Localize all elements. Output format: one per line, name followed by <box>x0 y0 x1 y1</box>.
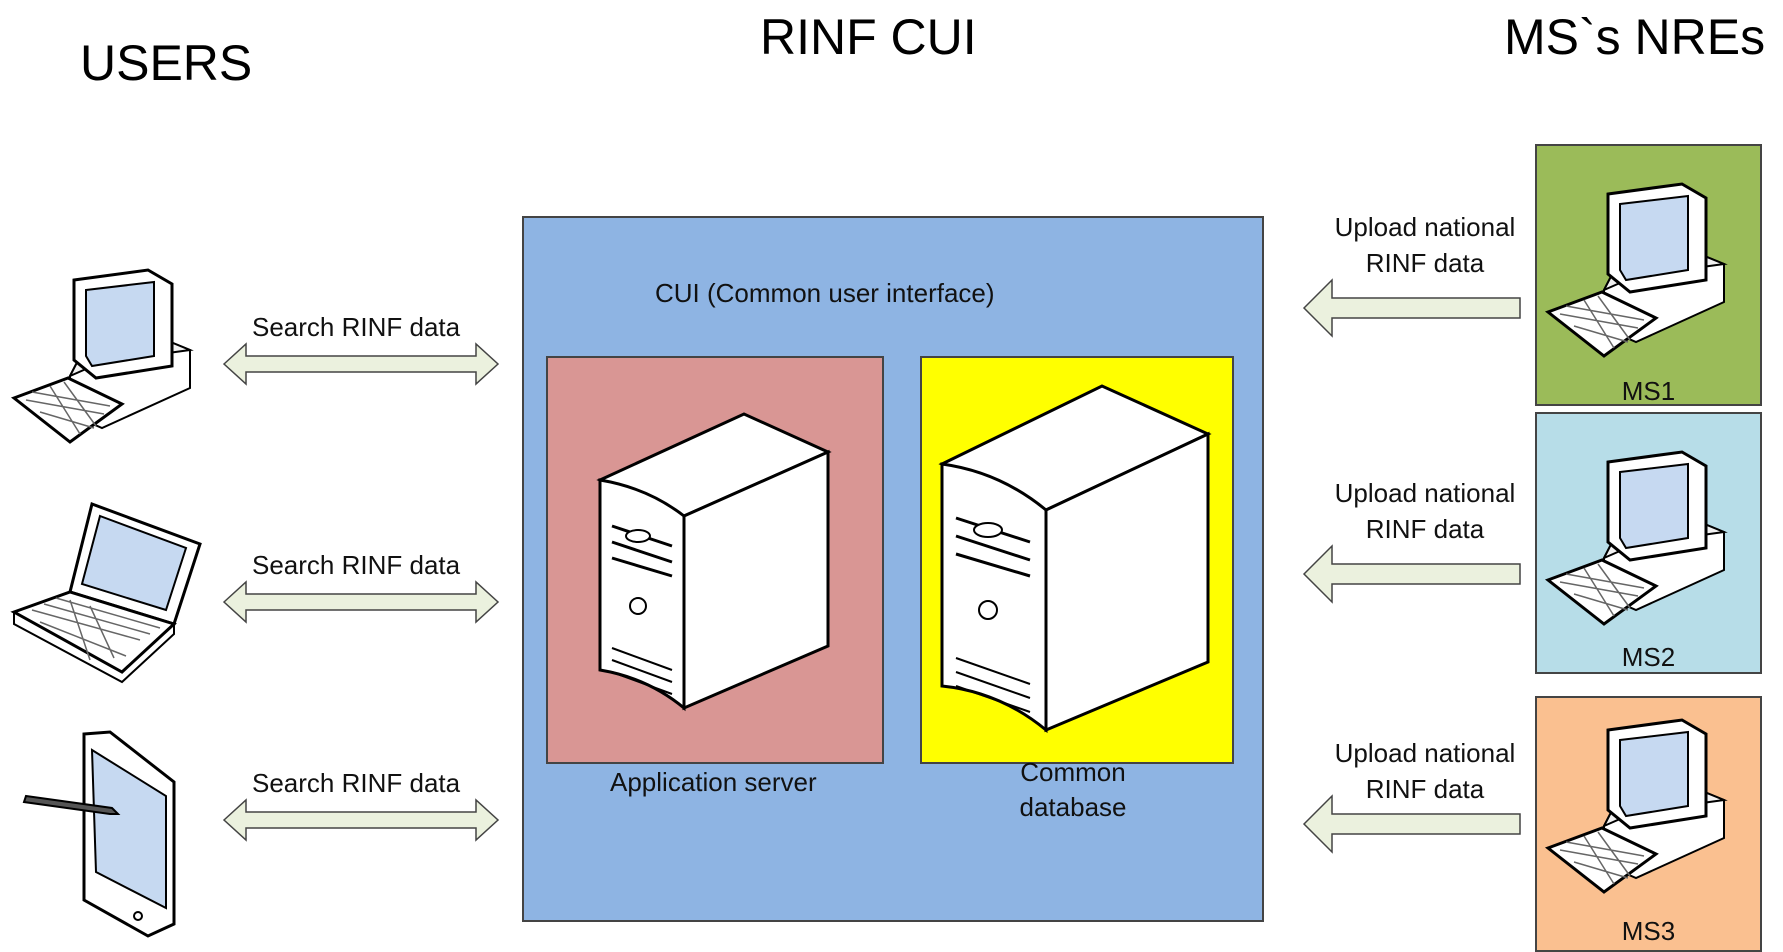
user-link-arrow-3 <box>222 798 500 842</box>
upload-label-ms1-line1: Upload national <box>1334 212 1516 242</box>
upload-label-ms3-line2: RINF data <box>1365 774 1485 804</box>
upload-label-ms2-line2: RINF data <box>1365 514 1485 544</box>
ms-nres-heading: MS`s NREs <box>1504 9 1766 65</box>
upload-arrow-ms3 <box>1302 794 1521 854</box>
users-heading: USERS <box>80 35 253 91</box>
application-server-icon <box>596 412 832 712</box>
user-link-arrow-2 <box>222 580 500 624</box>
user-link-label-1: Search RINF data <box>252 312 461 342</box>
upload-label-ms3-line1: Upload national <box>1334 738 1516 768</box>
laptop-icon <box>10 502 202 684</box>
application-server-label: Application server <box>610 767 817 797</box>
user-link-label-3: Search RINF data <box>252 768 461 798</box>
user-link-arrow-1 <box>222 342 500 386</box>
user-link-label-2: Search RINF data <box>252 550 461 580</box>
ms2-desktop-icon <box>1544 450 1728 626</box>
database-server-icon <box>938 384 1212 734</box>
tablet-icon <box>22 730 176 938</box>
upload-arrow-ms1 <box>1302 278 1521 338</box>
cui-title: CUI (Common user interface) <box>655 278 995 308</box>
database-label-line1: Common <box>1020 757 1126 787</box>
database-label-line2: database <box>1019 792 1127 822</box>
upload-arrow-ms2 <box>1302 544 1521 604</box>
upload-label-ms2-line1: Upload national <box>1334 478 1516 508</box>
ms2-label: MS2 <box>1621 642 1676 672</box>
ms1-label: MS1 <box>1621 376 1676 406</box>
ms3-desktop-icon <box>1544 718 1728 894</box>
rinf-cui-heading: RINF CUI <box>760 9 977 65</box>
ms1-desktop-icon <box>1544 182 1728 358</box>
desktop-computer-icon <box>10 268 194 444</box>
upload-label-ms1-line2: RINF data <box>1365 248 1485 278</box>
ms3-label: MS3 <box>1621 916 1676 946</box>
